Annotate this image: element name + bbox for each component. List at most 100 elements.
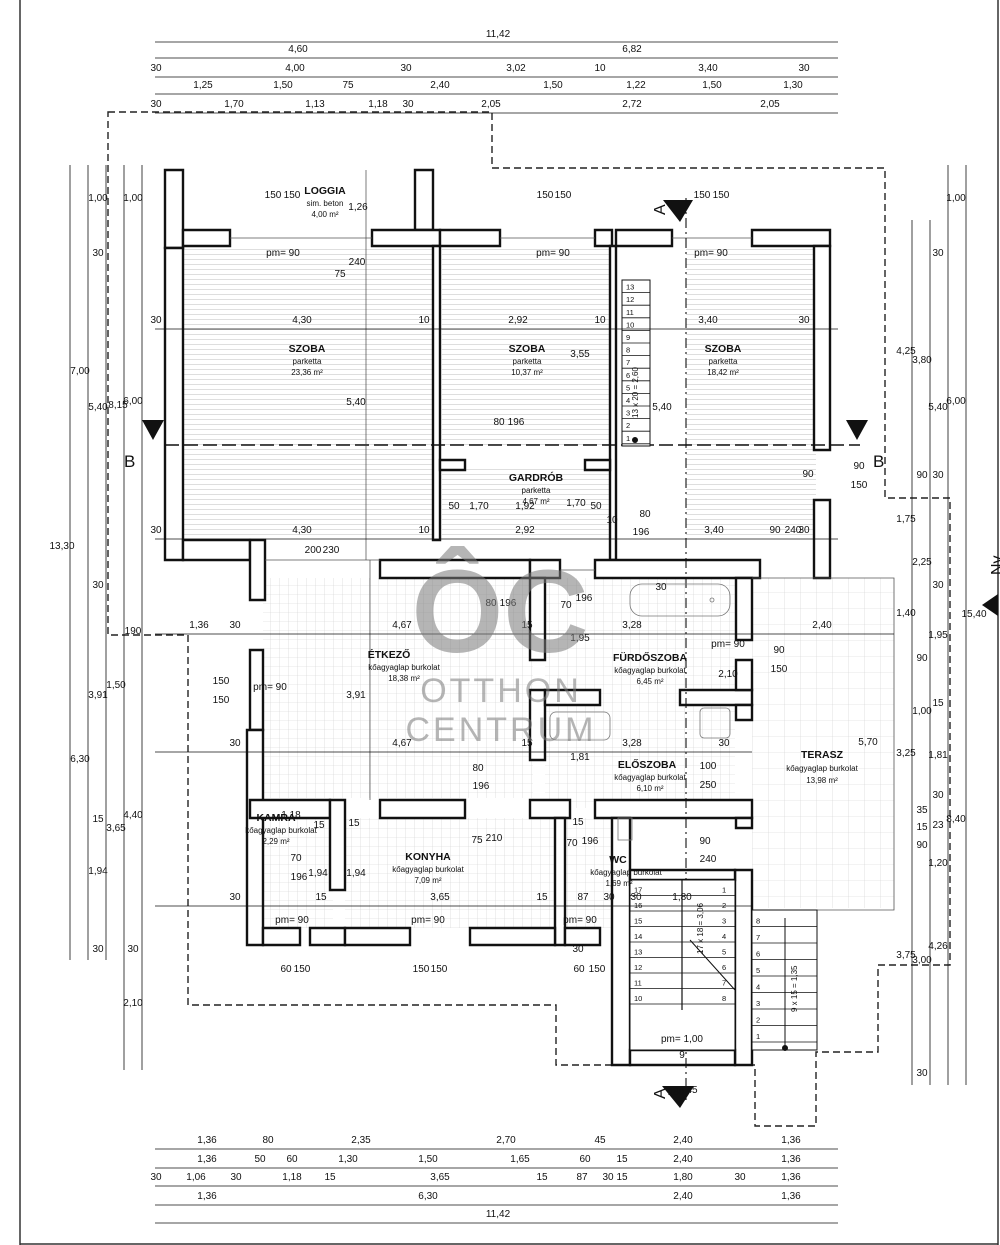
dimension-label: 196 <box>633 527 650 538</box>
dimension-label: 90 <box>699 836 711 847</box>
dimension-label: 45 <box>686 1085 698 1096</box>
room-floor-wc: kőagyaglap burkolat <box>590 868 662 877</box>
dimension-label: 1,30 <box>783 80 803 91</box>
dimension-label: pm= 90 <box>275 915 309 926</box>
dimension-label: 1,94 <box>346 868 366 879</box>
ext-stair-rise-label: 9 x 15 = 1,35 <box>790 965 799 1012</box>
dimension-label: 3,28 <box>622 620 642 631</box>
room-area-szoba-1: 23,36 m² <box>291 368 323 377</box>
room-floor-loggia: sim. beton <box>307 199 344 208</box>
dimension-label: 15 <box>313 820 325 831</box>
dimension-label: 70 <box>290 853 302 864</box>
dimension-label: 1,40 <box>896 608 916 619</box>
room-labels: LOGGIA sim. beton 4,00 m² SZOBA parketta… <box>245 185 858 888</box>
stair-step-number: 10 <box>634 994 642 1003</box>
dimension-label: 90 <box>853 461 865 472</box>
room-floor-szoba-3: parketta <box>709 357 738 366</box>
dimension-label: 4,25 <box>896 346 916 357</box>
dimension-label: 150 <box>555 190 572 201</box>
room-name-kamra: KAMRA <box>256 812 295 824</box>
dimension-label: 5,70 <box>858 737 878 748</box>
room-floor-szoba-2: parketta <box>513 357 542 366</box>
dimension-label: 210 <box>486 833 503 844</box>
dimension-label: 2,40 <box>673 1135 693 1146</box>
dimension-label: 9 <box>679 1050 685 1061</box>
room-area-furdo: 6,45 m² <box>636 677 663 686</box>
dimension-label: 3,02 <box>506 63 526 74</box>
dimension-label: 250 <box>700 780 717 791</box>
dimension-label: 2,05 <box>481 99 501 110</box>
room-name-etkezo: ÉTKEZŐ <box>368 648 411 661</box>
stair-step-number: 8 <box>626 346 630 355</box>
stair-step-number: 13 <box>626 283 634 292</box>
dimension-label: 10 <box>418 315 430 326</box>
dimension-label: 5,40 <box>652 402 672 413</box>
room-area-wc: 1,69 m² <box>605 879 632 888</box>
dimension-label: 1,95 <box>928 630 948 641</box>
dimension-label: 4,30 <box>292 525 312 536</box>
dimension-label: 196 <box>473 781 490 792</box>
dimension-label: 1,18 <box>282 1172 302 1183</box>
dimension-label: 2,92 <box>515 525 535 536</box>
dimension-label: 80 <box>262 1135 274 1146</box>
dimension-label: 1,50 <box>543 80 563 91</box>
dimension-label: 1,25 <box>193 80 213 91</box>
upper-floor-outline <box>107 111 951 1127</box>
room-area-terasz: 13,98 m² <box>806 776 838 785</box>
dimension-label: 15 <box>916 822 928 833</box>
stair-step-number: 3 <box>756 999 760 1008</box>
dimension-label: 2,70 <box>496 1135 516 1146</box>
stair-step-number: 4 <box>756 983 760 992</box>
dimension-label: 30 <box>150 315 162 326</box>
dimension-label: 6,30 <box>70 754 90 765</box>
dimension-label: 1,22 <box>626 80 646 91</box>
dimension-label: 8,40 <box>946 814 966 825</box>
dimension-label: 6,00 <box>946 396 966 407</box>
stair-step-number: 5 <box>756 966 760 975</box>
dimension-label: 200 <box>305 545 322 556</box>
dimension-label: 2,92 <box>508 315 528 326</box>
dimension-label: 3,00 <box>912 955 932 966</box>
dimension-label: 13,30 <box>49 541 74 552</box>
dimension-label: 1,50 <box>273 80 293 91</box>
dimension-label: 196 <box>576 593 593 604</box>
dimension-label: 50 <box>448 501 460 512</box>
dimension-label: 60 <box>286 1154 298 1165</box>
dimension-label: 1,36 <box>189 620 209 631</box>
dimension-label: 6,82 <box>622 44 642 55</box>
dimension-label: 30 <box>92 944 104 955</box>
otthon-centrum-watermark: ÔC OTTHON CENTRUM <box>406 545 594 749</box>
dimension-label: 150 <box>537 190 554 201</box>
dimension-label: 90 <box>769 525 781 536</box>
dimension-label: 70 <box>560 600 572 611</box>
stair-step-number: 4 <box>626 396 630 405</box>
dimension-label: 90 <box>773 645 785 656</box>
dimension-label: 80 <box>472 763 484 774</box>
dimension-label: 80 <box>639 509 651 520</box>
dimension-label: 3,40 <box>704 525 724 536</box>
dimension-label: 150 <box>771 664 788 675</box>
dimension-label: 150 <box>284 190 301 201</box>
dimension-label: 8,15 <box>108 400 128 411</box>
dimension-label: 30 <box>229 738 241 749</box>
walls <box>163 168 832 1067</box>
room-floor-szoba-1: parketta <box>293 357 322 366</box>
dimension-label: 4,30 <box>292 315 312 326</box>
dimension-label: 4,40 <box>123 810 143 821</box>
dimension-label: 4,00 <box>285 63 305 74</box>
stair-step-number: 1 <box>626 434 630 443</box>
stair-step-number: 8 <box>756 917 760 926</box>
dimension-lines <box>69 41 967 1224</box>
stair-step-number: 12 <box>634 963 642 972</box>
stair-step-number: 7 <box>756 933 760 942</box>
dimension-label: 150 <box>431 964 448 975</box>
dimension-label: 15 <box>521 620 533 631</box>
dimension-label: pm= 90 <box>253 682 287 693</box>
room-name-szoba-3: SZOBA <box>705 343 742 355</box>
dimension-label: 15 <box>616 1154 628 1165</box>
dimension-label: 10 <box>594 63 606 74</box>
dimension-label: 15,40 <box>961 609 986 620</box>
stair-step-number: 1 <box>722 886 726 895</box>
